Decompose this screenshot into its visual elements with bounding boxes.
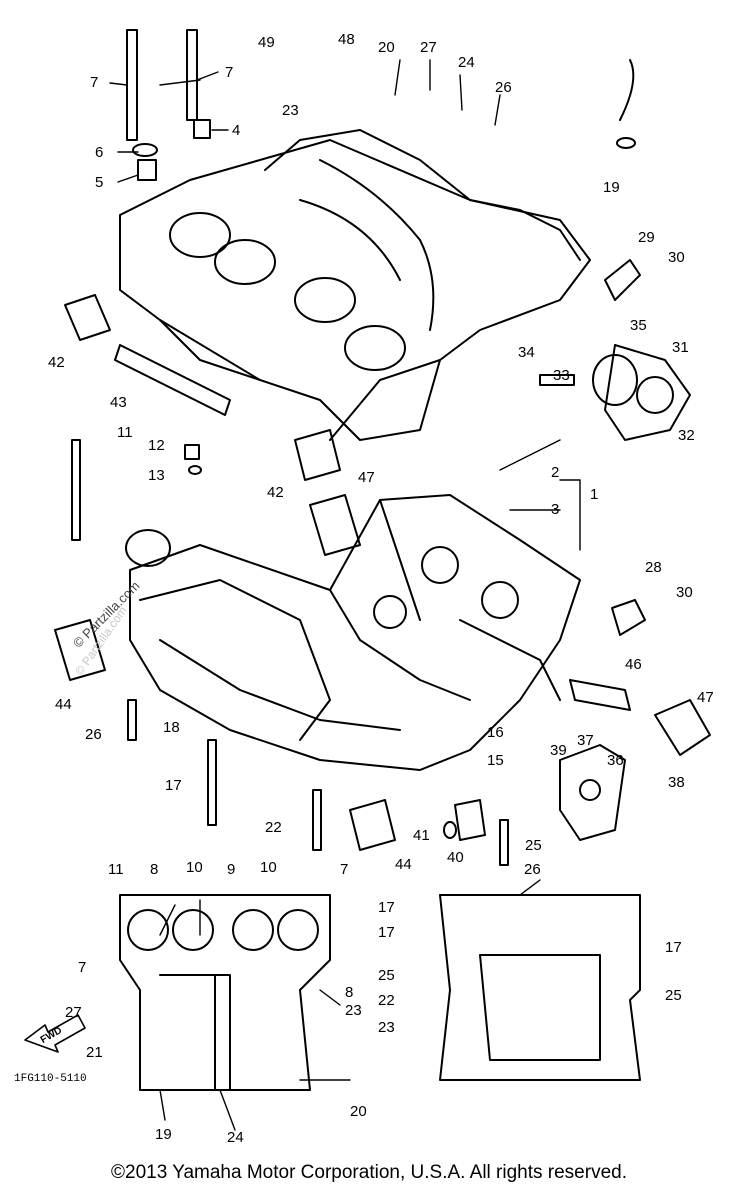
bolt-pattern-left-view	[119, 894, 331, 1091]
callout-25b: 25	[378, 967, 395, 984]
callout-7d: 7	[78, 959, 87, 976]
leader-lines	[109, 59, 581, 1131]
callout-40: 40	[447, 849, 464, 866]
callout-43: 43	[110, 394, 127, 411]
callout-23a: 23	[282, 102, 299, 119]
callout-36: 36	[607, 752, 624, 769]
callout-3: 3	[551, 501, 560, 518]
fwd-arrow	[24, 1014, 86, 1053]
left-side-parts	[54, 294, 361, 681]
callout-34: 33	[553, 367, 570, 384]
callout-20: 20	[378, 39, 395, 56]
callout-42b: 42	[267, 484, 284, 501]
callout-8b: 8	[345, 984, 354, 1001]
callout-31: 31	[672, 339, 689, 356]
callout-5: 5	[95, 174, 104, 191]
callout-21: 21	[86, 1044, 103, 1061]
stud-bolts-top	[126, 29, 211, 181]
callout-10a: 10	[186, 859, 203, 876]
callout-24: 24	[458, 54, 475, 71]
callout-15: 15	[487, 752, 504, 769]
callout-28: 28	[645, 559, 662, 576]
callout-37: 37	[577, 732, 594, 749]
callout-29: 29	[638, 229, 655, 246]
callout-11a: 11	[117, 424, 133, 441]
callout-16: 16	[487, 724, 504, 741]
callout-46: 46	[625, 656, 642, 673]
callout-42a: 42	[48, 354, 65, 371]
callout-7a: 7	[90, 74, 99, 91]
callout-26b: 26	[85, 726, 102, 743]
callout-38: 38	[668, 774, 685, 791]
lower-crankcase	[129, 494, 581, 771]
upper-crankcase	[119, 129, 591, 441]
callout-23b: 23	[345, 1002, 362, 1019]
callout-23c: 23	[378, 1019, 395, 1036]
callout-9: 9	[227, 861, 236, 878]
callout-6: 6	[95, 144, 104, 161]
callout-17b: 17	[378, 899, 395, 916]
callout-30a: 30	[668, 249, 685, 266]
callout-8a: 8	[150, 861, 159, 878]
copyright-notice: ©2013 Yamaha Motor Corporation, U.S.A. A…	[111, 1162, 627, 1183]
callout-7b: 7	[225, 64, 234, 81]
callout-44a: 44	[55, 696, 72, 713]
callout-1: 1	[590, 486, 599, 503]
callout-45a: 47	[358, 469, 375, 486]
bolt-pattern-right-view	[439, 894, 641, 1081]
callout-18: 18	[163, 719, 180, 736]
bolts-lower	[127, 699, 509, 866]
callout-44b: 44	[395, 856, 412, 873]
callout-35: 34	[518, 344, 535, 361]
callout-48: 49	[258, 34, 275, 51]
callout-41: 41	[413, 827, 430, 844]
callout-4: 4	[232, 122, 241, 139]
callout-26c: 26	[524, 861, 541, 878]
callout-13: 13	[148, 467, 165, 484]
callout-25a: 25	[525, 837, 542, 854]
callout-27: 27	[420, 39, 437, 56]
callout-20b: 20	[350, 1103, 367, 1120]
callout-17d: 17	[665, 939, 682, 956]
callout-17a: 17	[165, 777, 182, 794]
callout-19b: 19	[155, 1126, 172, 1143]
callout-22a: 22	[265, 819, 282, 836]
callout-7c: 7	[340, 861, 349, 878]
callout-11b: 11	[108, 861, 124, 878]
callout-24b: 24	[227, 1129, 244, 1146]
callout-10b: 10	[260, 859, 277, 876]
callout-2: 2	[551, 464, 560, 481]
callout-45b: 47	[697, 689, 714, 706]
callout-33: 35	[630, 317, 647, 334]
callout-30b: 30	[676, 584, 693, 601]
part-code: 1FG110-5110	[14, 1073, 87, 1085]
callout-17c: 17	[378, 924, 395, 941]
callout-22b: 22	[378, 992, 395, 1009]
callout-25c: 25	[665, 987, 682, 1004]
callout-26: 26	[495, 79, 512, 96]
right-side-parts	[539, 59, 711, 841]
callout-27b: 27	[65, 1004, 82, 1021]
callout-12: 12	[148, 437, 165, 454]
callout-32: 32	[678, 427, 695, 444]
callout-19a: 19	[603, 179, 620, 196]
callout-39: 39	[550, 742, 567, 759]
callout-47: 48	[338, 31, 355, 48]
